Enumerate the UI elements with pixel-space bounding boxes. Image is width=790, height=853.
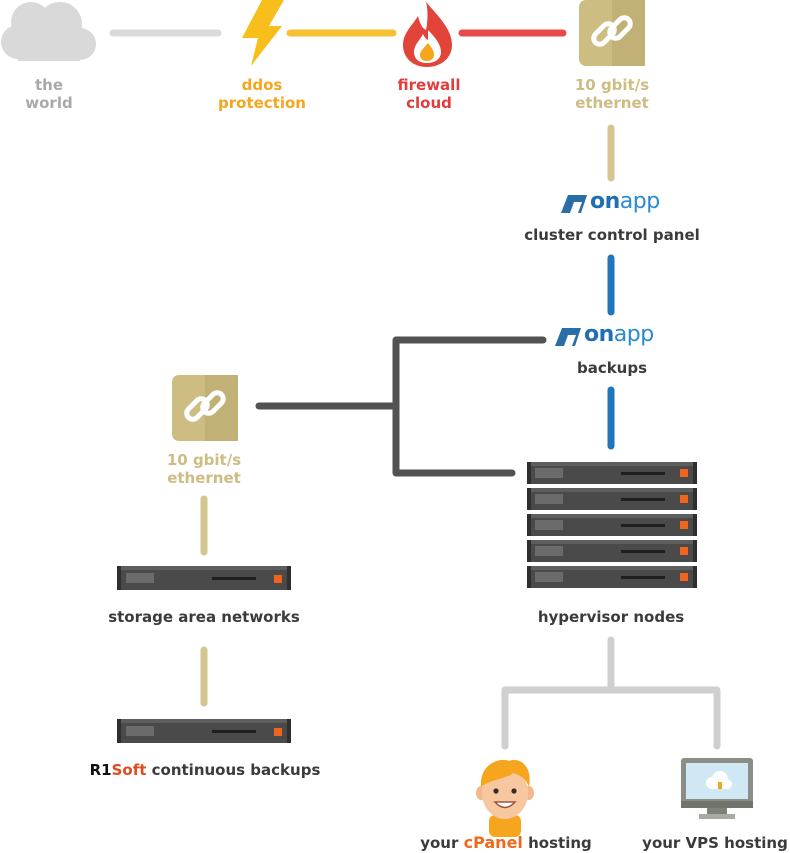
server-stack-icon: [527, 462, 697, 588]
backups-label: backups: [576, 359, 648, 377]
vps-hosting-label: your VPS hosting: [642, 834, 788, 852]
hypervisor-nodes-label: hypervisor nodes: [537, 608, 685, 626]
cpanel-brand: cPanel: [463, 833, 523, 852]
cloud-icon: [1, 2, 96, 61]
server-unit: [527, 566, 697, 588]
chain-link-icon: [579, 0, 645, 66]
r1soft-brand-soft: Soft: [111, 761, 147, 779]
monitor-cloud-icon: [681, 758, 753, 819]
r1soft-label: R1Soft continuous backups: [89, 761, 321, 779]
cluster-control-panel-label: cluster control panel: [524, 226, 700, 244]
server-unit: [527, 488, 697, 510]
server-unit: [527, 462, 697, 484]
flame-icon: [403, 2, 452, 67]
connector-hypervisor-hosting: [501, 636, 721, 750]
person-avatar-icon: [476, 759, 534, 837]
server-unit: [527, 540, 697, 562]
onapp-logo-mark: [555, 328, 581, 346]
chain-link-icon: [172, 375, 238, 441]
server-unit: [527, 514, 697, 536]
onapp-logo-cluster: onapp: [590, 189, 660, 214]
server-icon: [117, 566, 291, 590]
r1soft-brand-r1: R1: [89, 761, 112, 779]
cpanel-hosting-label: your cPanel hosting: [420, 833, 592, 853]
onapp-logo-mark: [561, 195, 587, 213]
server-icon: [117, 719, 291, 743]
storage-area-networks-label: storage area networks: [108, 608, 300, 626]
onapp-logo-backups: onapp: [584, 322, 654, 347]
lightning-icon: [242, 0, 284, 66]
connector-network-bracket: [255, 336, 547, 477]
